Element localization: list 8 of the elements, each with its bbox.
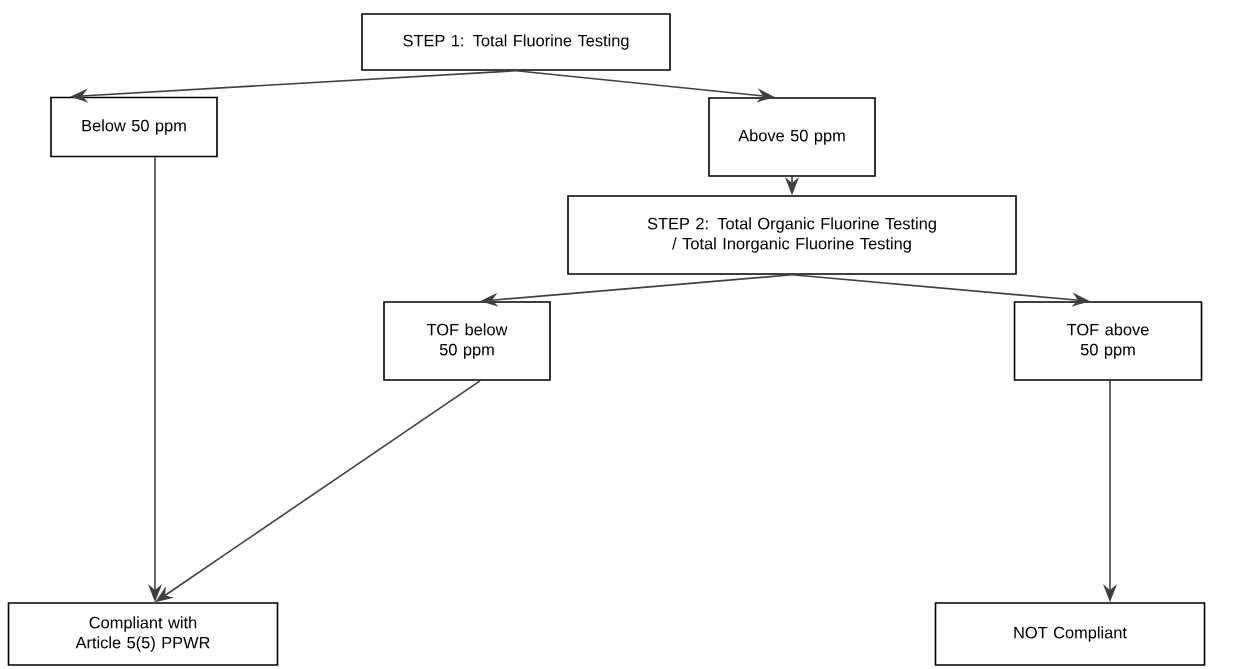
process-box: STEP 1: Total Fluorine Testing — [361, 13, 671, 71]
process-box: Above 50 ppm — [708, 97, 876, 177]
process-box: STEP 2: Total Organic Fluorine Testing / Total Inorganic Fluorine Testing — [567, 195, 1017, 275]
process-box: TOF above 50 ppm — [1013, 301, 1203, 381]
process-box: NOT Compliant — [934, 602, 1206, 666]
process-box: Below 50 ppm — [50, 96, 218, 158]
process-box: Compliant with Article 5(5) PPWR — [7, 602, 279, 666]
process-box: TOF below 50 ppm — [383, 301, 551, 381]
